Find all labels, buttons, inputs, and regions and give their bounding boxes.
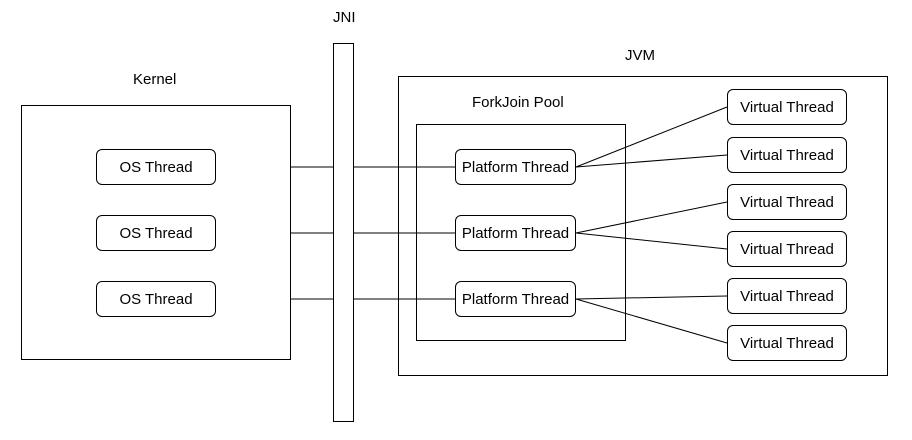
kernel-container: [21, 105, 291, 360]
connector-platform2-virtual4: [575, 232, 728, 250]
jvm-container: [398, 76, 888, 376]
virtual-thread-node: Virtual Thread: [727, 231, 847, 267]
forkjoin-label: ForkJoin Pool: [472, 94, 564, 111]
jni-bar: [333, 43, 354, 422]
connector-platform3-virtual6: [575, 298, 728, 344]
virtual-thread-node: Virtual Thread: [727, 137, 847, 173]
os-thread-node: OS Thread: [96, 215, 216, 251]
forkjoin-pool-container: [416, 124, 626, 341]
os-thread-node: OS Thread: [96, 281, 216, 317]
platform-thread-node: Platform Thread: [455, 281, 576, 317]
connector-platform3-virtual5: [575, 295, 728, 300]
platform-thread-node: Platform Thread: [455, 149, 576, 185]
virtual-thread-node: Virtual Thread: [727, 184, 847, 220]
kernel-label: Kernel: [133, 71, 177, 88]
jvm-label: JVM: [625, 47, 655, 64]
virtual-thread-node: Virtual Thread: [727, 325, 847, 361]
connector-platform1-virtual1: [575, 106, 728, 168]
virtual-thread-node: Virtual Thread: [727, 89, 847, 125]
connector-platform2-virtual3: [575, 201, 728, 234]
connector-platform1-virtual2: [575, 154, 728, 168]
os-thread-node: OS Thread: [96, 149, 216, 185]
virtual-thread-node: Virtual Thread: [727, 278, 847, 314]
jni-label: JNI: [333, 9, 356, 26]
platform-thread-node: Platform Thread: [455, 215, 576, 251]
